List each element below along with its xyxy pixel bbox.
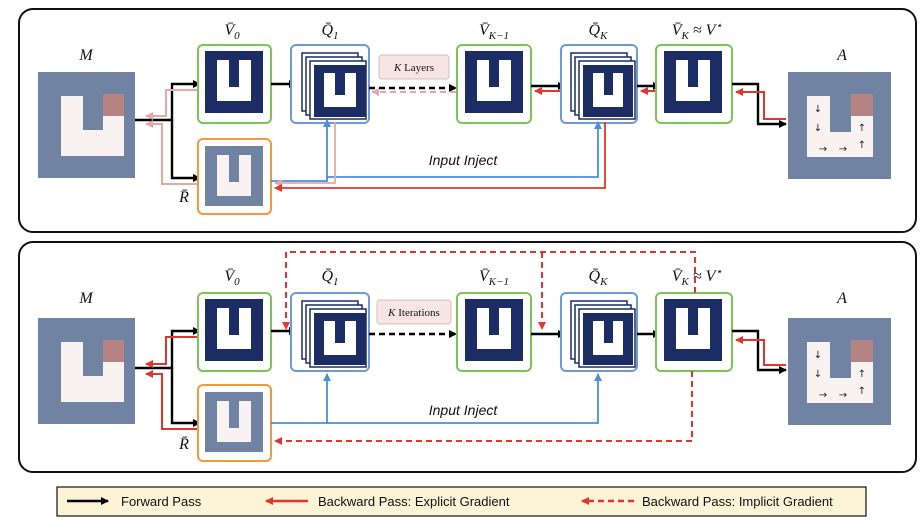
policy-arrow: ↑ (858, 369, 866, 380)
grad-inject-qk (274, 122, 606, 192)
input-maze (38, 318, 135, 424)
input-maze (38, 72, 135, 178)
output-maze (788, 318, 891, 425)
policy-arrow: → (819, 144, 827, 155)
inject-to-q1 (271, 119, 331, 182)
vk1-block (465, 299, 523, 361)
vk1-block (465, 51, 523, 113)
qk-stack (570, 52, 636, 120)
grad-a-vk (735, 88, 786, 120)
vk-label: V̄K ≈ V⋆ (672, 266, 723, 288)
inject-to-qk (327, 373, 602, 424)
q1-label: Q̄1 (321, 22, 338, 42)
policy-arrow: → (839, 390, 847, 401)
feed-to-v0 (135, 80, 201, 122)
policy-arrow: ↓ (814, 104, 822, 115)
grad-faint-in-1 (145, 89, 200, 120)
policy-arrow: ↑ (858, 386, 866, 397)
output-label: A (836, 47, 847, 64)
q1-stack (301, 300, 367, 368)
reward-label: R̄ (178, 436, 189, 453)
policy-arrow: ↑ (858, 140, 866, 151)
inject-label: Input Inject (429, 152, 499, 168)
input-label: M (78, 47, 94, 64)
feed-to-v0 (135, 327, 201, 370)
qk-stack (570, 300, 636, 368)
legend-explicit: Backward Pass: Explicit Gradient (318, 494, 510, 509)
policy-arrow: ↓ (814, 123, 822, 134)
vk1-label: V̄K−1 (479, 22, 509, 42)
grad-a-vk (735, 336, 786, 366)
inject-to-q1 (271, 373, 331, 424)
arrow-vk-a (732, 329, 787, 374)
repeat-tag: K Layers (393, 62, 434, 74)
v0-label: V̄0 (224, 268, 240, 288)
vk-block (664, 299, 722, 361)
q1-label: Q̄1 (321, 268, 338, 288)
policy-arrow: ↓ (814, 369, 822, 380)
v0-label: V̄0 (224, 22, 240, 42)
repeat-tag-box (376, 299, 452, 325)
policy-arrow: → (839, 144, 847, 155)
vk-label: V̄K ≈ V⋆ (672, 20, 723, 42)
q1-stack (301, 52, 367, 120)
vk-block (664, 51, 722, 113)
panel-bottom: M V̄0 Q̄1 K Iterations (18, 241, 917, 473)
legend-box (56, 486, 867, 517)
inject-label: Input Inject (429, 402, 499, 418)
repeat-tag-box (378, 54, 450, 80)
qk-label: Q̄K (589, 268, 609, 288)
feed-to-r (170, 120, 201, 182)
grad-in-1 (145, 336, 200, 368)
implicit-grad-top (282, 251, 696, 330)
qk-label: Q̄K (589, 22, 609, 42)
reward-label: R̄ (178, 189, 189, 206)
v0-block (205, 299, 263, 361)
output-label: A (836, 290, 847, 307)
output-maze (788, 72, 891, 179)
grad-inject-faint (274, 122, 336, 187)
implicit-grad-bottom (274, 371, 693, 445)
repeat-tag: K Iterations (387, 307, 440, 319)
grad-faint-in-2 (145, 120, 200, 185)
feed-to-r (170, 368, 201, 427)
arrow-vk-a (732, 82, 787, 128)
panel-frame (18, 241, 917, 473)
panel-frame (18, 8, 917, 233)
legend: Forward Pass Backward Pass: Explicit Gra… (56, 486, 867, 517)
panel-top: M V̄0 Q̄1 (18, 8, 917, 233)
input-label: M (78, 290, 94, 307)
policy-arrow: ↑ (858, 123, 866, 134)
reward-maze (205, 392, 263, 452)
reward-maze (205, 146, 263, 206)
policy-arrow: → (819, 390, 827, 401)
legend-implicit: Backward Pass: Implicit Gradient (642, 494, 833, 509)
v0-block (205, 51, 263, 113)
policy-arrow: ↓ (814, 350, 822, 361)
inject-to-qk (327, 121, 602, 178)
grad-in-2 (145, 370, 200, 430)
vk1-label: V̄K−1 (479, 268, 509, 288)
legend-forward: Forward Pass (121, 494, 202, 509)
